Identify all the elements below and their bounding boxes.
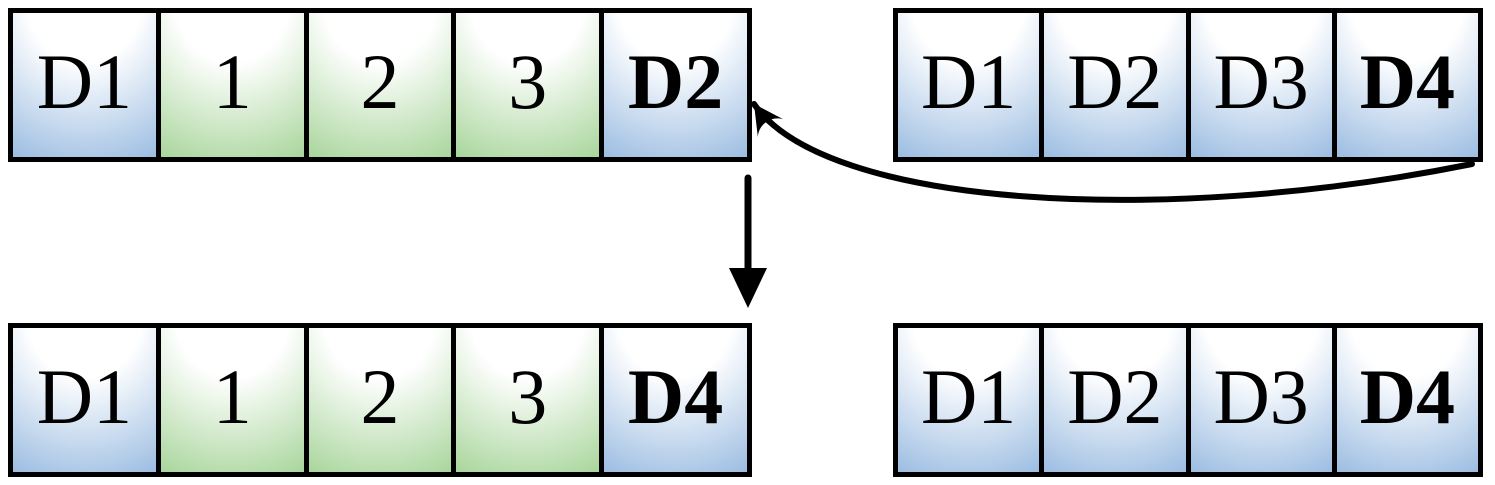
cell: D1: [898, 328, 1040, 472]
cell-label: D1: [920, 353, 1017, 440]
cell: D4: [1331, 328, 1478, 472]
cell: D4: [1331, 13, 1478, 157]
array-top-right: D1 D2 D3 D4: [893, 8, 1483, 162]
cell: 2: [303, 328, 452, 472]
cell-label: 2: [360, 353, 400, 440]
array-bottom-left: D1 1 2 3 D4: [8, 323, 752, 477]
cell-label: 2: [360, 38, 400, 125]
cell-label: D2: [1067, 353, 1163, 440]
cell-label: D4: [1359, 38, 1456, 125]
cell-label: 3: [508, 38, 548, 125]
cell: 3: [451, 13, 600, 157]
cell: D2: [1039, 328, 1186, 472]
cell: 2: [303, 13, 452, 157]
cell-label: 1: [212, 38, 252, 125]
cell-label: D4: [627, 353, 724, 440]
cell-label: 1: [212, 353, 252, 440]
cell: 1: [155, 328, 304, 472]
cell-label: D1: [920, 38, 1017, 125]
cell: D1: [13, 328, 156, 472]
cell: 1: [155, 13, 304, 157]
cell: D2: [1039, 13, 1186, 157]
cell: D1: [13, 13, 156, 157]
cell: D3: [1185, 13, 1332, 157]
array-bottom-right: D1 D2 D3 D4: [893, 323, 1483, 477]
cell-label: D1: [36, 38, 133, 125]
cell: 3: [451, 328, 600, 472]
cell-label: D3: [1213, 353, 1309, 440]
cell: D1: [898, 13, 1040, 157]
array-top-left: D1 1 2 3 D2: [8, 8, 752, 162]
cell-label: D3: [1213, 38, 1309, 125]
cell: D3: [1185, 328, 1332, 472]
cell-label: D1: [36, 353, 133, 440]
cell-label: D4: [1359, 353, 1456, 440]
cell: D2: [599, 13, 747, 157]
cell-label: D2: [627, 38, 724, 125]
cell: D4: [599, 328, 747, 472]
down-arrow-icon: [729, 174, 767, 308]
cell-label: D2: [1067, 38, 1163, 125]
cell-label: 3: [508, 353, 548, 440]
